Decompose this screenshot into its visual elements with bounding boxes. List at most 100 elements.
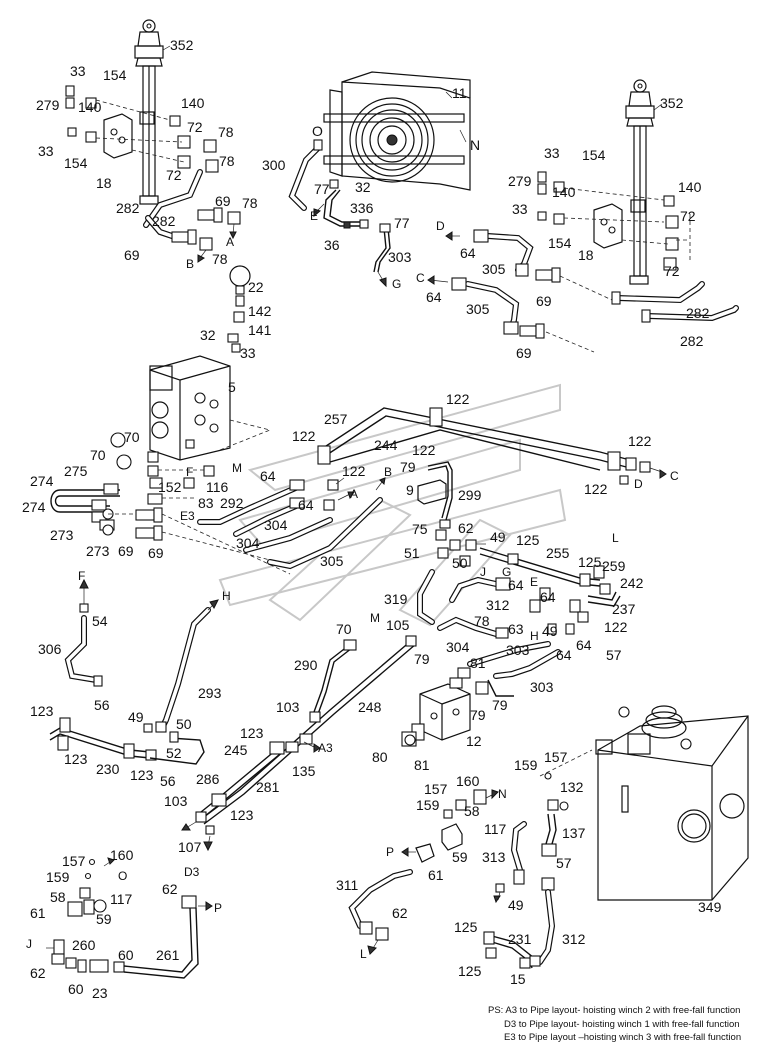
part-label: 275 [64, 463, 88, 479]
part-label: D [634, 477, 643, 491]
part-label: 18 [578, 247, 594, 263]
part-label: M [232, 461, 242, 475]
part-label: 62 [30, 965, 46, 981]
part-label: 154 [548, 235, 572, 251]
part-label: 116 [206, 479, 229, 495]
part-label: 32 [355, 179, 371, 195]
part-label: 282 [116, 200, 140, 216]
part-label: 18 [96, 175, 112, 191]
part-label: 122 [584, 481, 608, 497]
part-label: 64 [426, 289, 442, 305]
part-label: 59 [96, 911, 112, 927]
part-label: 79 [470, 707, 486, 723]
part-label: 12 [466, 733, 482, 749]
part-label: 33 [38, 143, 54, 159]
part-label: 140 [181, 95, 205, 111]
part-label: 70 [336, 621, 352, 637]
part-label: 72 [187, 119, 203, 135]
part-label: B [384, 465, 392, 479]
part-label: 105 [386, 617, 410, 633]
part-label: 75 [412, 521, 428, 537]
part-label: 286 [196, 771, 220, 787]
part-label: 125 [458, 963, 482, 979]
part-label: 154 [64, 155, 88, 171]
part-label: 50 [176, 716, 192, 732]
part-label: 49 [490, 529, 506, 545]
part-label: 122 [446, 391, 470, 407]
part-label: 107 [178, 839, 202, 855]
part-label: 154 [103, 67, 127, 83]
part-label: 103 [164, 793, 188, 809]
part-label: 248 [358, 699, 382, 715]
part-label: 79 [400, 459, 416, 475]
right-cylinder-assembly [427, 79, 739, 353]
part-label: 63 [508, 621, 524, 637]
part-label: 152 [158, 479, 182, 495]
part-label: 32 [200, 327, 216, 343]
part-label: E3 [180, 509, 195, 523]
part-label: 135 [292, 763, 316, 779]
part-label: 78 [218, 124, 234, 140]
part-label: 255 [546, 545, 570, 561]
part-label: 312 [486, 597, 510, 613]
part-label: 304 [264, 517, 288, 533]
part-label: 273 [50, 527, 74, 543]
footnote-line-1: PS: A3 to Pipe layout- hoisting winch 2 … [488, 1005, 741, 1016]
part-label: 52 [166, 745, 182, 761]
part-label: 81 [414, 757, 430, 773]
part-label: 50 [452, 555, 468, 571]
part-label: D3 [184, 865, 200, 879]
part-label: 122 [342, 463, 366, 479]
part-label: 122 [604, 619, 628, 635]
part-label: 83 [198, 495, 214, 511]
part-label: 23 [92, 985, 108, 1001]
part-label: 157 [424, 781, 448, 797]
part-label: 58 [464, 803, 480, 819]
part-label: 61 [428, 867, 444, 883]
part-label: H [222, 589, 231, 603]
part-label: 57 [606, 647, 622, 663]
part-label: 80 [372, 749, 388, 765]
part-label: 81 [470, 655, 486, 671]
part-label: 122 [412, 442, 436, 458]
part-label: 157 [544, 749, 568, 765]
part-label: M [370, 611, 380, 625]
part-label: 299 [458, 487, 482, 503]
part-label: 69 [148, 545, 164, 561]
left-cylinder-assembly [65, 19, 241, 263]
part-label: 230 [96, 761, 120, 777]
part-label: 159 [514, 757, 538, 773]
part-label: 159 [46, 869, 70, 885]
diagram-footnote: PS: A3 to Pipe layout- hoisting winch 2 … [488, 1004, 768, 1045]
control-valve-block [110, 265, 271, 489]
part-label: E [530, 575, 538, 589]
part-label: 352 [660, 95, 684, 111]
part-label: 72 [680, 208, 696, 224]
part-label: 49 [128, 709, 144, 725]
part-label: 103 [276, 699, 300, 715]
part-label: G [392, 277, 401, 291]
part-label: 244 [374, 437, 398, 453]
part-label: 274 [22, 499, 46, 515]
part-label: 56 [94, 697, 110, 713]
part-label: C [670, 469, 679, 483]
part-label: 78 [242, 195, 258, 211]
part-label: O [118, 869, 127, 883]
part-label: 123 [30, 703, 54, 719]
bottom-left-fittings [46, 857, 213, 979]
part-label: 77 [314, 181, 330, 197]
part-label: 22 [248, 279, 264, 295]
part-label: 279 [36, 97, 60, 113]
part-label: 282 [686, 305, 710, 321]
part-label: 78 [212, 251, 228, 267]
part-label: 303 [388, 249, 412, 265]
part-label: 231 [508, 931, 532, 947]
part-label: 33 [70, 63, 86, 79]
part-label: P [214, 901, 222, 915]
part-label: 304 [236, 535, 260, 551]
part-label: 78 [219, 153, 235, 169]
main-pipes-257-244 [317, 407, 667, 485]
part-label: A3 [318, 741, 333, 755]
part-label: C [416, 271, 425, 285]
